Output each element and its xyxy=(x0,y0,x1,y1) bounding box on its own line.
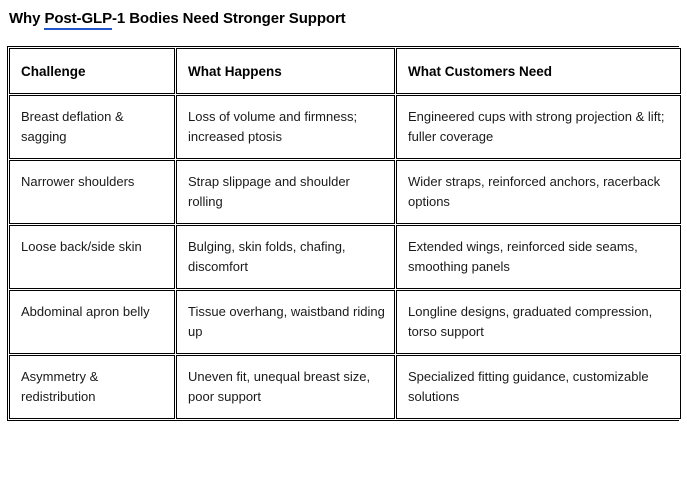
column-header-challenge: Challenge xyxy=(9,48,175,94)
cell-what-happens: Loss of volume and firmness; increased p… xyxy=(176,95,395,159)
cell-what-customers-need: Specialized fitting guidance, customizab… xyxy=(396,355,681,419)
cell-what-customers-need: Extended wings, reinforced side seams, s… xyxy=(396,225,681,289)
table-body: Breast deflation & sagging Loss of volum… xyxy=(9,95,681,419)
cell-what-happens: Tissue overhang, waistband riding up xyxy=(176,290,395,354)
cell-what-customers-need: Wider straps, reinforced anchors, racerb… xyxy=(396,160,681,224)
comparison-table-wrapper: Challenge What Happens What Customers Ne… xyxy=(7,46,682,421)
table-row: Asymmetry & redistribution Uneven fit, u… xyxy=(9,355,681,419)
table-header: Challenge What Happens What Customers Ne… xyxy=(9,48,681,94)
column-header-what-customers-need: What Customers Need xyxy=(396,48,681,94)
cell-what-happens: Bulging, skin folds, chafing, discomfort xyxy=(176,225,395,289)
page-title-prefix: Why xyxy=(9,10,45,27)
cell-what-customers-need: Longline designs, graduated compression,… xyxy=(396,290,681,354)
cell-what-happens: Strap slippage and shoulder rolling xyxy=(176,160,395,224)
table-header-row: Challenge What Happens What Customers Ne… xyxy=(9,48,681,94)
table-row: Abdominal apron belly Tissue overhang, w… xyxy=(9,290,681,354)
cell-challenge: Loose back/side skin xyxy=(9,225,175,289)
cell-challenge: Abdominal apron belly xyxy=(9,290,175,354)
cell-challenge: Narrower shoulders xyxy=(9,160,175,224)
cell-what-happens: Uneven fit, unequal breast size, poor su… xyxy=(176,355,395,419)
table-row: Narrower shoulders Strap slippage and sh… xyxy=(9,160,681,224)
comparison-table: Challenge What Happens What Customers Ne… xyxy=(8,47,682,420)
column-header-what-happens: What Happens xyxy=(176,48,395,94)
table-row: Loose back/side skin Bulging, skin folds… xyxy=(9,225,681,289)
spellcheck-flagged-word[interactable]: Post-GLP xyxy=(44,10,112,30)
cell-what-customers-need: Engineered cups with strong projection &… xyxy=(396,95,681,159)
page-title: Why Post-GLP-1 Bodies Need Stronger Supp… xyxy=(9,9,346,30)
table-row: Breast deflation & sagging Loss of volum… xyxy=(9,95,681,159)
page-title-suffix: -1 Bodies Need Stronger Support xyxy=(111,10,346,27)
cell-challenge: Asymmetry & redistribution xyxy=(9,355,175,419)
cell-challenge: Breast deflation & sagging xyxy=(9,95,175,159)
